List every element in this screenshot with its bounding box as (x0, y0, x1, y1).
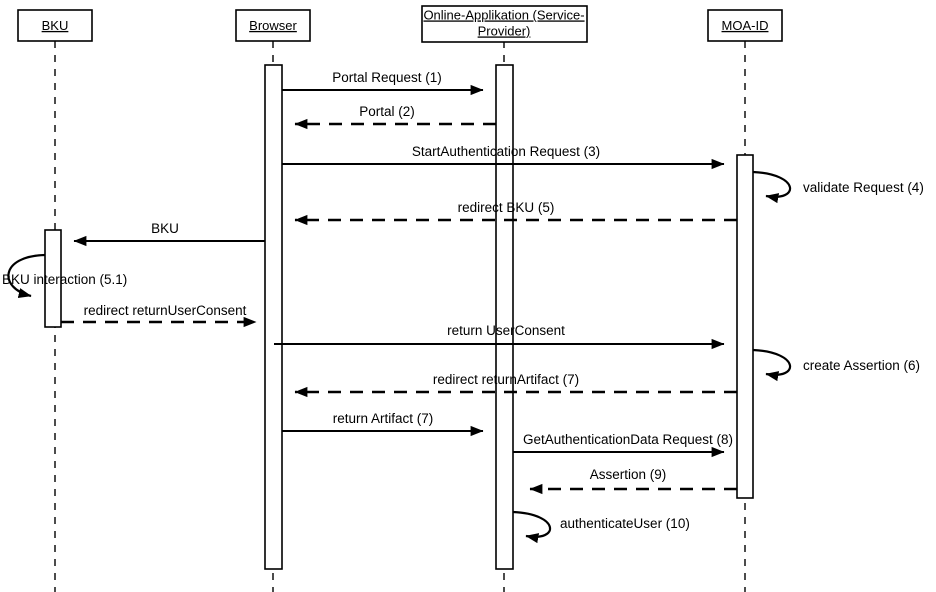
message-label-7b: return Artifact (7) (333, 411, 434, 426)
lifeline-label-oa-line1: Online-Applikation (Service- (423, 7, 584, 22)
lifeline-headers: BKU Browser Online-Applikation (Service-… (17, 5, 783, 43)
message-label-4: validate Request (4) (803, 180, 924, 195)
message-label-9: Assertion (9) (590, 467, 667, 482)
message-return-artifact: return Artifact (7) (282, 411, 484, 437)
message-portal: Portal (2) (294, 104, 496, 130)
activation-bar-moaid (736, 154, 754, 499)
message-label-1: Portal Request (1) (332, 70, 442, 85)
message-redirect-returnartifact: redirect returnArtifact (7) (294, 372, 737, 398)
message-label-5: redirect BKU (5) (458, 200, 555, 215)
message-selfloop-4 (752, 170, 792, 204)
message-redirect-bku: redirect BKU (5) (294, 200, 737, 226)
message-selfloop-6 (752, 348, 792, 382)
lifeline-head-bku[interactable] (17, 9, 93, 42)
message-label-8: GetAuthenticationData Request (8) (523, 432, 733, 447)
message-selfloop-51 (7, 253, 46, 299)
lifeline-label-browser: Browser (249, 18, 297, 33)
message-portal-request: Portal Request (1) (282, 70, 484, 96)
message-label-7: redirect returnArtifact (7) (433, 372, 579, 387)
activation-bar-browser (264, 64, 283, 570)
activation-bar-oa (495, 64, 514, 570)
lifeline-label-bku: BKU (42, 18, 69, 33)
activation-bars (44, 64, 754, 570)
message-label-51: BKU interaction (5.1) (2, 272, 127, 287)
activation-bar-bku (44, 229, 62, 328)
lifeline-label-moaid: MOA-ID (722, 18, 769, 33)
message-label-10: authenticateUser (10) (560, 516, 690, 531)
message-label-6c: return UserConsent (447, 323, 565, 338)
lifeline-head-browser[interactable] (235, 9, 311, 42)
message-selfloop-10 (512, 510, 552, 544)
message-create-assertion: create Assertion (6) (752, 348, 920, 382)
message-label-3: StartAuthentication Request (3) (412, 144, 600, 159)
message-label-6b: redirect returnUserConsent (84, 303, 247, 318)
message-label-2: Portal (2) (359, 104, 415, 119)
message-return-userconsent: return UserConsent (274, 323, 725, 350)
message-validate-request: validate Request (4) (752, 170, 924, 204)
message-getauthenticationdata-request: GetAuthenticationData Request (8) (513, 432, 733, 458)
message-authenticateuser: authenticateUser (10) (512, 510, 690, 544)
lifeline-head-oa[interactable] (421, 5, 588, 43)
message-bku-interaction: BKU interaction (5.1) (2, 253, 127, 299)
message-bku: BKU (73, 221, 265, 247)
message-redirect-returnuserconsent: redirect returnUserConsent (61, 303, 257, 328)
lifeline-head-moaid[interactable] (707, 9, 783, 42)
message-label-5b: BKU (151, 221, 179, 236)
lifeline-label-oa-line2: Provider) (478, 23, 531, 38)
message-startauthentication-request: StartAuthentication Request (3) (282, 144, 725, 170)
message-label-6: create Assertion (6) (803, 358, 920, 373)
message-assertion: Assertion (9) (529, 467, 737, 495)
